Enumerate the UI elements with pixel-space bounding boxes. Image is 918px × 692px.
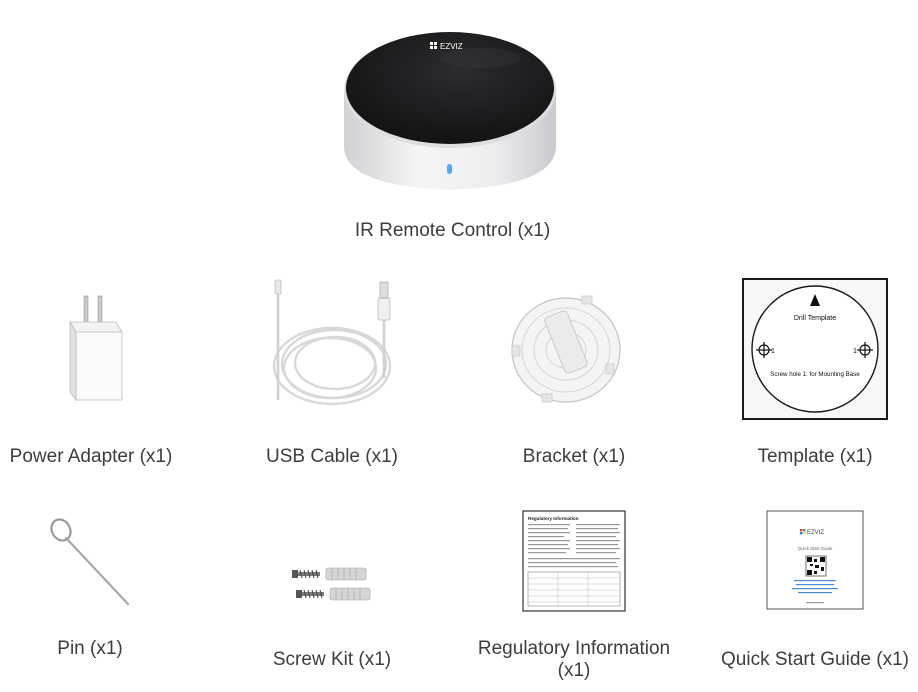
pin-image [44,514,136,610]
template-title: Drill Template [794,315,836,322]
template-caption: Template (x1) [757,446,873,467]
quick-start-guide-image: EZVIZ Quick Start Guide [766,510,864,610]
qsg-logo-icon [800,529,806,535]
power-adapter-caption: Power Adapter (x1) [9,446,173,467]
screw-kit-image [288,564,372,606]
quick-start-guide-caption: Quick Start Guide (x1) [721,649,909,670]
usb-cable-caption: USB Cable (x1) [266,446,398,467]
regulatory-caption-line1: Regulatory Information [477,638,671,659]
qsg-title: Quick Start Guide [798,546,833,551]
bracket-image [506,290,626,410]
template-left-mark: 1 [771,348,775,355]
pin-caption: Pin (x1) [57,638,123,659]
regulatory-information-caption: Regulatory Information (x1) [464,638,684,682]
template-note: Screw hole 1: for Mounting Base [770,371,860,378]
regulatory-caption-line2: (x1) [557,660,591,681]
ezviz-logo-icon: EZVIZ [430,42,463,51]
ir-remote-control-image: EZVIZ [330,18,570,198]
template-right-mark: 1 [853,348,857,355]
hero-brand: EZVIZ [440,42,463,51]
crosshair-icon [756,342,873,358]
arrow-up-icon [810,294,820,306]
power-adapter-image [58,292,128,404]
ir-remote-control-caption: IR Remote Control (x1) [354,220,551,241]
status-led-icon [447,164,452,174]
screw-kit-caption: Screw Kit (x1) [272,649,392,670]
regulatory-doc-heading: Regulatory Information [528,516,579,521]
drill-template-image: Drill Template 1 1 Screw hole 1: for Mou… [742,278,888,420]
qr-code-icon [805,555,827,577]
bracket-caption: Bracket (x1) [522,446,626,467]
regulatory-information-image: Regulatory Information [522,510,626,612]
usb-cable-image [262,278,402,418]
qsg-brand: EZVIZ [807,530,824,536]
